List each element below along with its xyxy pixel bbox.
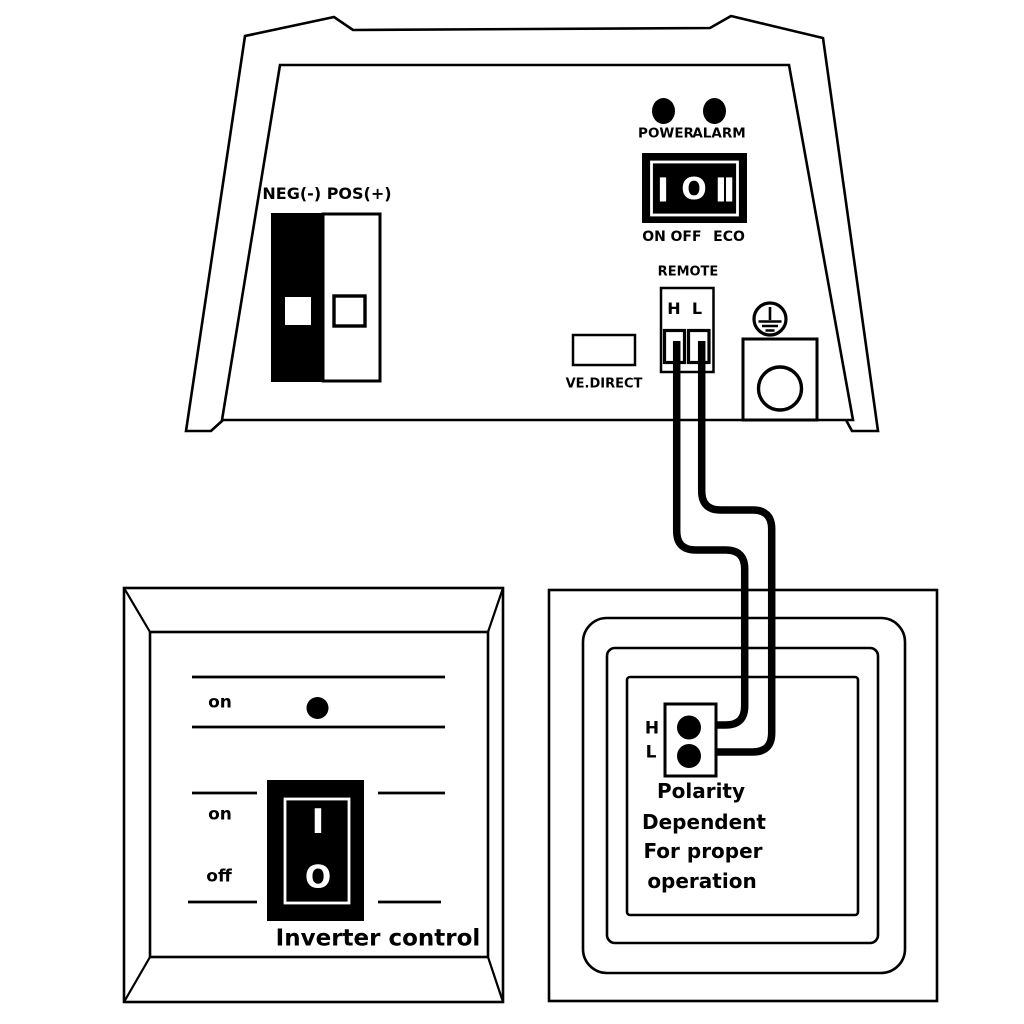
wire-h — [672, 341, 749, 729]
panel-frame-bevels — [123, 587, 505, 1003]
remote-wires — [672, 341, 776, 756]
polarity-note-line3: For proper — [643, 839, 763, 863]
alarm-led-icon — [703, 98, 726, 124]
polarity-note-line4: operation — [647, 869, 757, 893]
wire-l — [697, 341, 776, 756]
main-switch-on-symbol: I — [656, 170, 670, 210]
panel-inner-frame — [148, 630, 490, 959]
wall-box-terminal-l-label: L — [645, 742, 657, 763]
inverter-front-face — [220, 63, 855, 422]
main-switch-off-label: OFF — [670, 229, 702, 245]
alarm-led-label: ALARM — [692, 125, 746, 142]
panel-indicator-label: on — [208, 692, 232, 713]
wall-box-terminal-h-label: H — [644, 718, 660, 739]
panel-switch-on-label: on — [208, 804, 232, 825]
panel-rocker-off-symbol: O — [304, 859, 332, 896]
ve-direct-port — [571, 333, 637, 367]
main-switch-inner-border — [650, 160, 739, 217]
ground-terminal-hole — [756, 365, 804, 412]
ground-icon — [758, 307, 782, 332]
ground-terminal-box — [741, 337, 819, 422]
panel-switch-off-label: off — [206, 866, 232, 887]
remote-port-label: REMOTE — [657, 264, 719, 280]
polarity-note-line2: Dependent — [642, 810, 766, 834]
panel-rocker-inner-border — [283, 797, 351, 905]
remote-terminal-l-label: L — [691, 299, 703, 318]
main-switch-off-symbol: O — [681, 172, 707, 207]
remote-control-panel — [122, 586, 505, 1004]
panel-caption: Inverter control — [275, 925, 481, 952]
panel-rocker-on-symbol: I — [311, 802, 325, 842]
power-led-icon — [652, 98, 675, 124]
polarity-note-line1: Polarity — [656, 779, 746, 803]
battery-terminals-label: NEG(-) POS(+) — [262, 184, 392, 203]
panel-outer-frame — [122, 586, 505, 1004]
neg-terminal-hole — [285, 297, 311, 325]
panel-divider-lines — [188, 675, 445, 904]
inverter-unit — [184, 14, 880, 433]
main-switch-eco-symbol: II — [714, 170, 735, 210]
panel-indicator-led-icon — [306, 697, 329, 719]
ground-symbol-circle — [752, 301, 788, 337]
main-switch-body — [642, 153, 747, 223]
wall-box-terminal-h-icon — [677, 715, 701, 740]
wall-box-terminal-l-icon — [677, 744, 701, 768]
pos-terminal-hole — [332, 294, 367, 328]
main-switch-on-label: ON — [642, 229, 666, 245]
power-led-label: POWER — [638, 125, 694, 142]
main-switch-eco-label: ECO — [713, 229, 745, 245]
remote-terminal-h-label: H — [667, 299, 681, 318]
ve-direct-label: VE.DIRECT — [565, 376, 643, 392]
inverter-shell-outline — [184, 14, 880, 433]
